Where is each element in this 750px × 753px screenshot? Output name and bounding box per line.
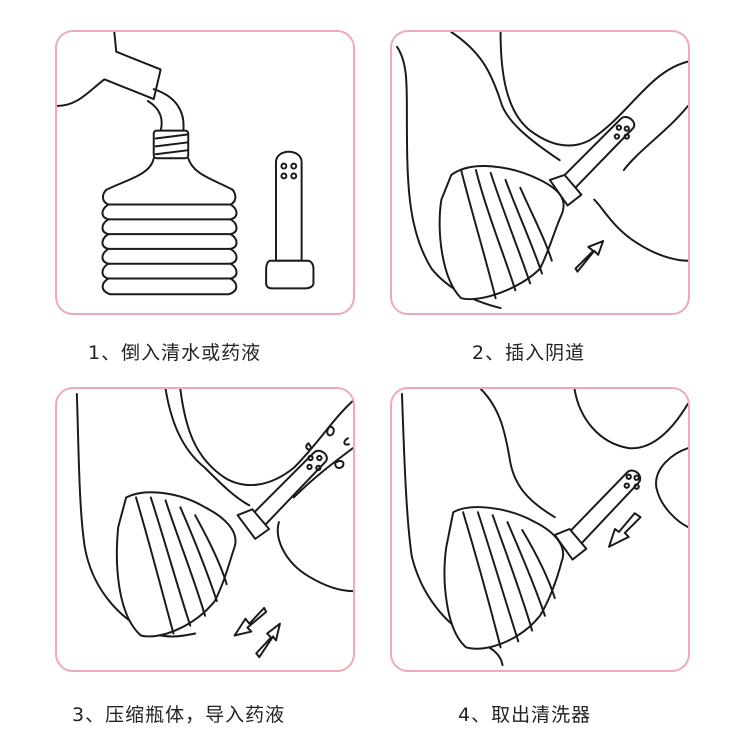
step-1-panel [55, 30, 355, 315]
remove-cleaner-illustration [400, 389, 688, 667]
pour-liquid-illustration [57, 32, 315, 296]
squeeze-bottle-illustration [75, 389, 353, 659]
step-4-caption: 4、取出清洗器 [458, 704, 592, 726]
step-1-caption: 1、倒入清水或药液 [88, 342, 262, 364]
step-2-caption: 2、插入阴道 [472, 342, 586, 364]
step-3-caption: 3、压缩瓶体，导入药液 [72, 704, 286, 726]
step-4-panel [390, 387, 690, 672]
insert-applicator-illustration [396, 32, 688, 310]
step-2-panel [390, 30, 690, 315]
step-3-panel [55, 387, 355, 672]
